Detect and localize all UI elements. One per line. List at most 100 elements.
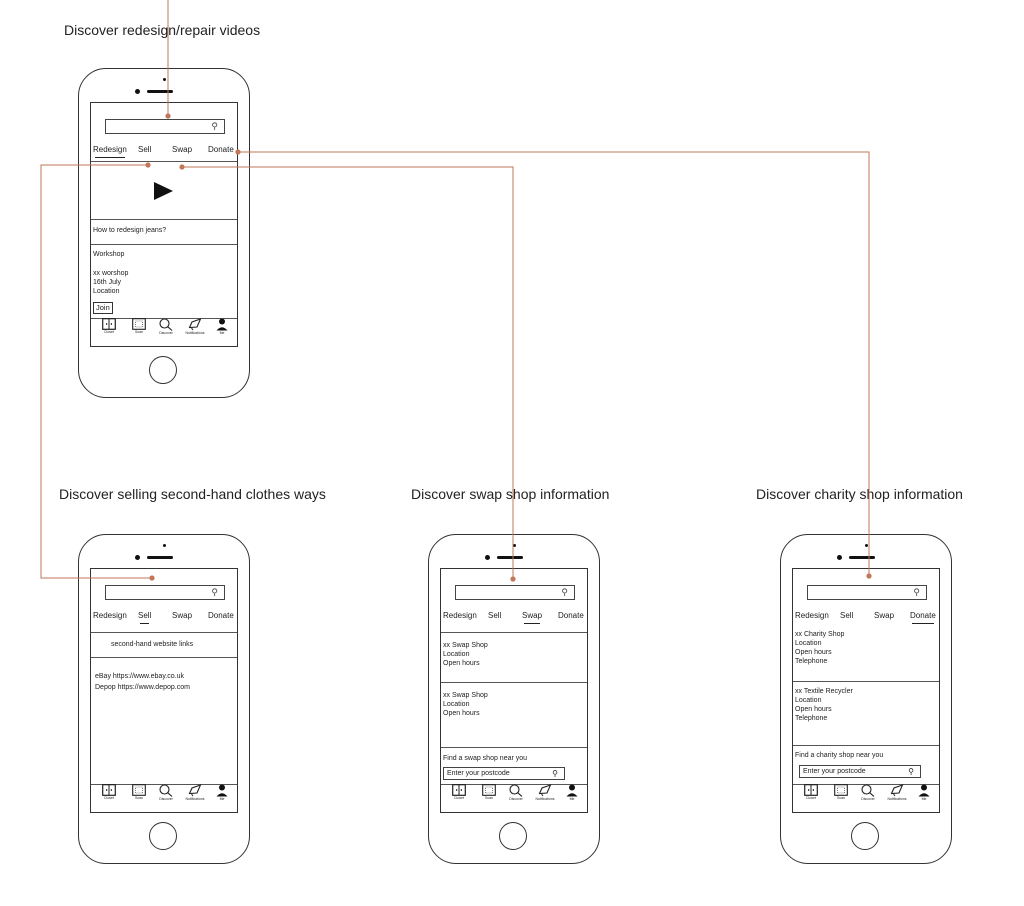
caption-swap: Discover swap shop information	[411, 486, 610, 502]
scan-icon	[482, 784, 496, 796]
tab-bar: Redesign Sell Swap Donate	[91, 611, 237, 625]
find-charity-shop-label: Find a charity shop near you	[795, 752, 884, 759]
nav-me[interactable]: Me	[911, 784, 937, 801]
tab-sell[interactable]: Sell	[138, 611, 152, 624]
home-button[interactable]	[851, 822, 879, 850]
search-input[interactable]: ⚲	[807, 585, 927, 600]
nav-notifications[interactable]: Notifications	[884, 784, 910, 801]
play-icon[interactable]	[152, 181, 174, 201]
closet-icon	[804, 784, 818, 796]
nav-closet[interactable]: Closet	[446, 784, 472, 800]
speaker-slot	[147, 556, 173, 559]
nav-scan[interactable]: Scan	[126, 318, 152, 334]
tab-redesign[interactable]: Redesign	[93, 611, 127, 620]
swap-shop-1: xx Swap Shop Location Open hours	[443, 642, 488, 667]
nav-me[interactable]: Me	[209, 784, 235, 801]
nav-discover[interactable]: Discover	[855, 784, 881, 801]
speaker-slot	[147, 90, 173, 93]
bottom-nav: Closet Scan Discover Notifications Me	[91, 318, 237, 340]
speaker-slot	[497, 556, 523, 559]
nav-scan[interactable]: Scan	[476, 784, 502, 800]
tab-sell[interactable]: Sell	[488, 611, 502, 620]
search-input[interactable]: ⚲	[105, 119, 225, 134]
bell-icon	[188, 318, 202, 331]
sensor-dot	[837, 555, 842, 560]
nav-me[interactable]: Me	[209, 318, 235, 335]
magnifier-icon	[159, 784, 173, 797]
phone-sell: ⚲ Redesign Sell Swap Donate second-hand …	[78, 534, 250, 864]
divider	[441, 747, 587, 748]
divider	[793, 745, 939, 746]
home-button[interactable]	[149, 822, 177, 850]
divider	[441, 682, 587, 683]
ebay-link[interactable]: eBay https://www.ebay.co.uk	[95, 673, 184, 680]
person-icon	[918, 784, 930, 797]
nav-closet[interactable]: Closet	[798, 784, 824, 800]
tab-donate[interactable]: Donate	[910, 611, 936, 624]
search-icon: ⚲	[211, 121, 218, 131]
search-icon: ⚲	[561, 587, 568, 597]
nav-closet[interactable]: Closet	[96, 318, 122, 334]
search-icon: ⚲	[908, 767, 914, 776]
nav-me[interactable]: Me	[559, 784, 585, 801]
magnifier-icon	[861, 784, 875, 797]
join-button[interactable]: Join	[93, 302, 113, 314]
video-title: How to redesign jeans?	[93, 227, 167, 234]
postcode-input[interactable]: Enter your postcode⚲	[443, 767, 565, 780]
tab-redesign[interactable]: Redesign	[443, 611, 477, 620]
divider	[91, 161, 237, 162]
bell-icon	[890, 784, 904, 797]
screen: ⚲ Redesign Sell Swap Donate xx Swap Shop…	[440, 568, 588, 813]
postcode-placeholder: Enter your postcode	[447, 770, 510, 777]
tab-swap[interactable]: Swap	[172, 145, 193, 154]
closet-icon	[102, 784, 116, 796]
tab-redesign[interactable]: Redesign	[93, 145, 127, 158]
tab-bar: Redesign Sell Swap Donate	[91, 145, 237, 159]
home-button[interactable]	[149, 356, 177, 384]
scan-icon	[834, 784, 848, 796]
tab-redesign[interactable]: Redesign	[795, 611, 829, 620]
tab-donate[interactable]: Donate	[208, 145, 234, 154]
tab-bar: Redesign Sell Swap Donate	[441, 611, 587, 625]
search-input[interactable]: ⚲	[455, 585, 575, 600]
person-icon	[566, 784, 578, 797]
speaker-slot	[849, 556, 875, 559]
find-swap-shop-label: Find a swap shop near you	[443, 755, 528, 762]
nav-discover[interactable]: Discover	[153, 784, 179, 801]
tab-swap[interactable]: Swap	[172, 611, 193, 620]
nav-discover[interactable]: Discover	[153, 318, 179, 335]
bottom-nav: Closet Scan Discover Notifications Me	[441, 784, 587, 806]
closet-icon	[102, 318, 116, 330]
sensor-dot	[135, 89, 140, 94]
search-input[interactable]: ⚲	[105, 585, 225, 600]
nav-notifications[interactable]: Notifications	[532, 784, 558, 801]
divider	[91, 657, 237, 658]
screen: ⚲ Redesign Sell Swap Donate xx Charity S…	[792, 568, 940, 813]
nav-scan[interactable]: Scan	[828, 784, 854, 800]
sensor-dot	[135, 555, 140, 560]
tab-donate[interactable]: Donate	[208, 611, 234, 620]
textile-recycler: xx Textile Recycler Location Open hours …	[795, 688, 853, 722]
nav-notifications[interactable]: Notifications	[182, 318, 208, 335]
caption-sell: Discover selling second-hand clothes way…	[59, 486, 326, 502]
nav-notifications[interactable]: Notifications	[182, 784, 208, 801]
person-icon	[216, 784, 228, 797]
postcode-input[interactable]: Enter your postcode⚲	[799, 765, 921, 778]
depop-link[interactable]: Depop https://www.depop.com	[95, 684, 190, 691]
home-button[interactable]	[499, 822, 527, 850]
tab-sell[interactable]: Sell	[840, 611, 854, 620]
nav-discover[interactable]: Discover	[503, 784, 529, 801]
tab-sell[interactable]: Sell	[138, 145, 152, 154]
phone-redesign: ⚲ Redesign Sell Swap Donate How to redes…	[78, 68, 250, 398]
phone-donate: ⚲ Redesign Sell Swap Donate xx Charity S…	[780, 534, 952, 864]
scan-icon	[132, 318, 146, 330]
bottom-nav: Closet Scan Discover Notifications Me	[91, 784, 237, 806]
tab-swap[interactable]: Swap	[874, 611, 895, 620]
caption-donate: Discover charity shop information	[756, 486, 963, 502]
screen: ⚲ Redesign Sell Swap Donate second-hand …	[90, 568, 238, 813]
nav-scan[interactable]: Scan	[126, 784, 152, 800]
tab-donate[interactable]: Donate	[558, 611, 584, 620]
nav-closet[interactable]: Closet	[96, 784, 122, 800]
tab-swap[interactable]: Swap	[522, 611, 543, 624]
camera-dot	[513, 544, 516, 547]
